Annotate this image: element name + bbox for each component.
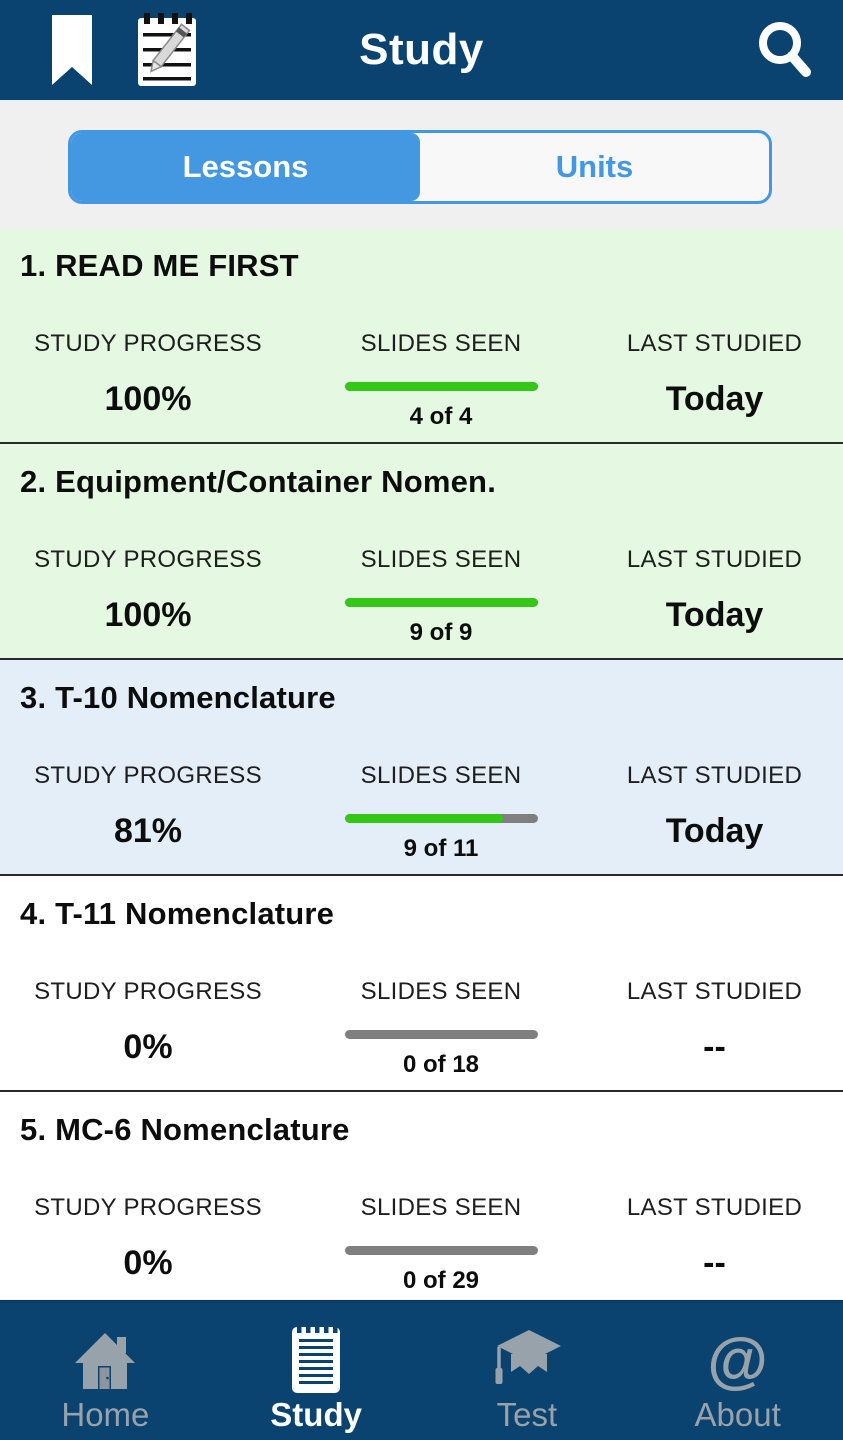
page-title: Study xyxy=(359,25,484,74)
notes-pencil-icon[interactable] xyxy=(136,0,198,100)
lesson-stats: STUDY PROGRESS 100% SLIDES SEEN 9 of 9 L… xyxy=(0,546,843,647)
lesson-row-2[interactable]: 2. Equipment/Container Nomen. STUDY PROG… xyxy=(0,444,843,660)
lesson-list: 1. READ ME FIRST STUDY PROGRESS 100% SLI… xyxy=(0,228,843,1299)
lesson-title: 3. T-10 Nomenclature xyxy=(20,680,336,715)
last-studied-col: LAST STUDIED Today xyxy=(586,546,843,647)
progress-bar-track xyxy=(344,814,538,823)
slides-seen-label: SLIDES SEEN xyxy=(360,330,522,357)
nav-label-test: Test xyxy=(496,1396,558,1433)
home-icon xyxy=(72,1322,138,1394)
study-progress-col: STUDY PROGRESS 81% xyxy=(0,762,296,863)
study-progress-value: 0% xyxy=(123,1244,173,1282)
home-icon-svg xyxy=(75,1333,136,1389)
nav-item-test[interactable]: Test xyxy=(422,1303,633,1440)
progress-bar-fill xyxy=(344,814,503,823)
slides-count: 9 of 11 xyxy=(403,835,479,862)
study-progress-label: STUDY PROGRESS xyxy=(34,762,262,789)
study-progress-label: STUDY PROGRESS xyxy=(34,330,262,357)
last-studied-col: LAST STUDIED Today xyxy=(586,762,843,863)
slides-seen-col: SLIDES SEEN 9 of 9 xyxy=(296,546,586,647)
tabs-area: Lessons Units xyxy=(0,100,843,228)
nav-label-study: Study xyxy=(270,1396,362,1433)
bookmark-icon[interactable] xyxy=(50,0,94,100)
slides-seen-label: SLIDES SEEN xyxy=(360,546,522,573)
graduation-cap-icon xyxy=(491,1322,563,1394)
lesson-row-3[interactable]: 3. T-10 Nomenclature STUDY PROGRESS 81% … xyxy=(0,660,843,876)
last-studied-value: Today xyxy=(665,812,764,850)
slides-seen-label: SLIDES SEEN xyxy=(360,1194,522,1221)
search-icon[interactable] xyxy=(753,0,817,100)
tab-units[interactable]: Units xyxy=(420,133,769,201)
study-progress-col: STUDY PROGRESS 100% xyxy=(0,330,296,431)
lesson-title: 4. T-11 Nomenclature xyxy=(20,896,335,931)
last-studied-value: -- xyxy=(703,1244,726,1282)
last-studied-col: LAST STUDIED Today xyxy=(586,330,843,431)
study-progress-label: STUDY PROGRESS xyxy=(34,978,262,1005)
lessons-units-segmented-control: Lessons Units xyxy=(68,130,772,204)
last-studied-col: LAST STUDIED -- xyxy=(586,1194,843,1295)
last-studied-label: LAST STUDIED xyxy=(626,762,803,789)
study-progress-label: STUDY PROGRESS xyxy=(34,1194,262,1221)
app-header: Study xyxy=(0,0,843,100)
progress-bar-fill xyxy=(344,382,538,391)
study-progress-value: 81% xyxy=(113,812,183,850)
slides-count: 4 of 4 xyxy=(409,403,473,430)
at-symbol-icon: @ xyxy=(707,1322,767,1394)
study-progress-col: STUDY PROGRESS 100% xyxy=(0,546,296,647)
lesson-title: 5. MC-6 Nomenclature xyxy=(20,1112,350,1147)
lesson-stats: STUDY PROGRESS 81% SLIDES SEEN 9 of 11 L… xyxy=(0,762,843,863)
nav-label-about: About xyxy=(694,1396,781,1433)
last-studied-label: LAST STUDIED xyxy=(626,330,803,357)
slides-seen-label: SLIDES SEEN xyxy=(360,978,522,1005)
nav-item-home[interactable]: Home xyxy=(0,1303,211,1440)
tab-lessons[interactable]: Lessons xyxy=(71,133,420,201)
progress-bar-track xyxy=(344,1246,538,1255)
study-progress-col: STUDY PROGRESS 0% xyxy=(0,978,296,1079)
last-studied-value: -- xyxy=(703,1028,726,1066)
lesson-title: 2. Equipment/Container Nomen. xyxy=(20,464,497,499)
notes-pencil-icon-svg xyxy=(138,13,196,86)
slides-count: 0 of 29 xyxy=(402,1267,480,1294)
slides-seen-col: SLIDES SEEN 0 of 29 xyxy=(296,1194,586,1295)
lesson-row-1[interactable]: 1. READ ME FIRST STUDY PROGRESS 100% SLI… xyxy=(0,228,843,444)
progress-bar-track xyxy=(344,598,538,607)
search-icon-svg xyxy=(759,22,811,77)
nav-item-study[interactable]: Study xyxy=(211,1303,422,1440)
slides-seen-label: SLIDES SEEN xyxy=(360,762,522,789)
graduation-cap-icon-svg xyxy=(495,1330,561,1384)
bookmark-icon-svg xyxy=(52,15,92,85)
slides-seen-col: SLIDES SEEN 9 of 11 xyxy=(296,762,586,863)
last-studied-value: Today xyxy=(665,380,764,418)
slides-count: 9 of 9 xyxy=(409,619,473,646)
study-progress-value: 100% xyxy=(104,596,192,634)
study-notepad-icon xyxy=(291,1322,341,1394)
progress-bar-fill xyxy=(344,598,538,607)
study-progress-value: 100% xyxy=(104,380,192,418)
study-notepad-icon-svg xyxy=(292,1324,341,1393)
progress-bar-track xyxy=(344,382,538,391)
last-studied-label: LAST STUDIED xyxy=(626,546,803,573)
study-progress-value: 0% xyxy=(123,1028,173,1066)
nav-item-about[interactable]: @ About xyxy=(632,1303,843,1440)
lesson-row-5[interactable]: 5. MC-6 Nomenclature STUDY PROGRESS 0% S… xyxy=(0,1092,843,1299)
slides-count: 0 of 18 xyxy=(402,1051,480,1078)
slides-seen-col: SLIDES SEEN 0 of 18 xyxy=(296,978,586,1079)
study-progress-label: STUDY PROGRESS xyxy=(34,546,262,573)
at-symbol-glyph: @ xyxy=(707,1326,768,1395)
last-studied-col: LAST STUDIED -- xyxy=(586,978,843,1079)
lesson-row-4[interactable]: 4. T-11 Nomenclature STUDY PROGRESS 0% S… xyxy=(0,876,843,1092)
last-studied-value: Today xyxy=(665,596,764,634)
lesson-title: 1. READ ME FIRST xyxy=(20,248,299,283)
nav-label-home: Home xyxy=(61,1396,150,1433)
study-progress-col: STUDY PROGRESS 0% xyxy=(0,1194,296,1295)
lesson-stats: STUDY PROGRESS 0% SLIDES SEEN 0 of 18 LA… xyxy=(0,978,843,1079)
last-studied-label: LAST STUDIED xyxy=(626,978,803,1005)
bottom-navigation: Home Stu xyxy=(0,1300,843,1440)
last-studied-label: LAST STUDIED xyxy=(626,1194,803,1221)
slides-seen-col: SLIDES SEEN 4 of 4 xyxy=(296,330,586,431)
lesson-stats: STUDY PROGRESS 0% SLIDES SEEN 0 of 29 LA… xyxy=(0,1194,843,1295)
lesson-stats: STUDY PROGRESS 100% SLIDES SEEN 4 of 4 L… xyxy=(0,330,843,431)
progress-bar-track xyxy=(344,1030,538,1039)
